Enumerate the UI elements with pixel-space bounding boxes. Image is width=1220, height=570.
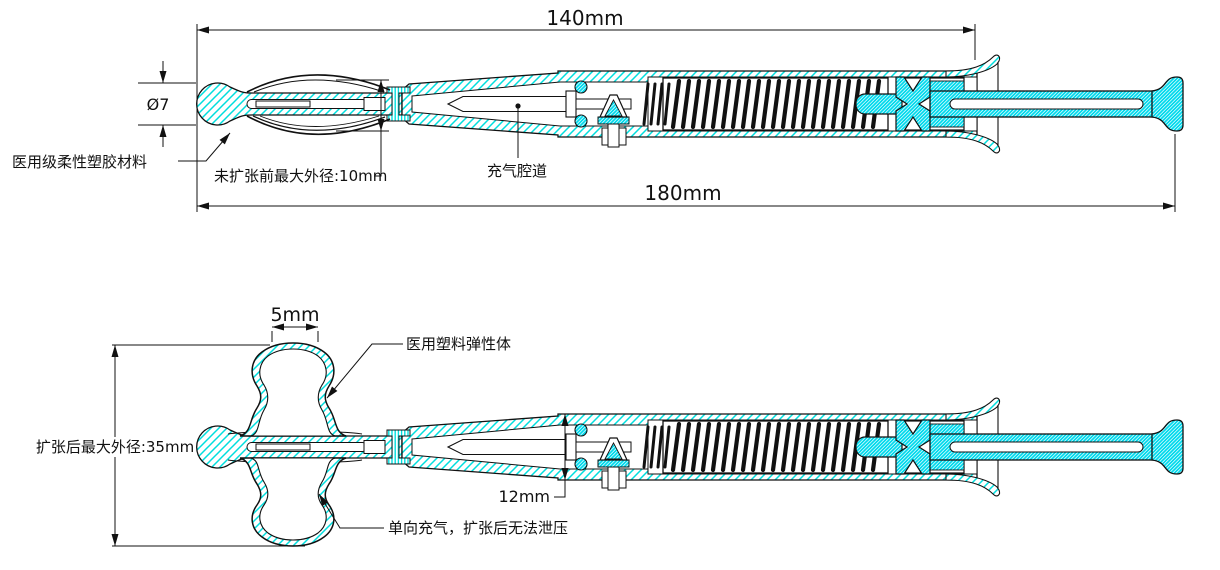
dim-5mm-label: 5mm bbox=[270, 304, 319, 326]
leader-dot bbox=[515, 103, 521, 109]
expanded-balloon bbox=[227, 342, 363, 547]
annotations-expanded bbox=[111, 323, 569, 547]
leader-arrow-elastomer bbox=[326, 343, 403, 399]
dim-12mm-label: 12mm bbox=[498, 487, 550, 506]
label-elastomer: 医用塑料弹性体 bbox=[406, 335, 511, 353]
dim-tip-diameter-label: Ø7 bbox=[147, 95, 170, 114]
view-expanded-state: 5mm 扩张后最大外径:35mm 医用塑料弹性体 12mm 单向充气，扩张后无法… bbox=[36, 304, 1183, 547]
lower-lobe-inner-wall bbox=[250, 457, 336, 541]
leader-arrow-oneway bbox=[318, 493, 384, 529]
leader-arrow-material bbox=[178, 132, 231, 162]
leader-line-12 bbox=[554, 480, 566, 498]
label-one-way: 单向充气，扩张后无法泄压 bbox=[388, 519, 568, 537]
dim-140mm-label: 140mm bbox=[546, 6, 623, 30]
dim-180mm-label: 180mm bbox=[644, 181, 721, 205]
upper-lobe-inner-wall bbox=[250, 348, 336, 437]
annotations-collapsed bbox=[138, 24, 1176, 212]
label-max-od-after: 扩张后最大外径:35mm bbox=[36, 438, 194, 456]
deflated-balloon bbox=[246, 74, 391, 136]
label-air-channel: 充气腔道 bbox=[487, 162, 547, 180]
view-collapsed-state: 140mm 180mm Ø7 医用级柔性塑胶材料 未扩张前最大外径:10mm 充… bbox=[12, 6, 1183, 212]
leader-line-10 bbox=[374, 131, 382, 177]
label-max-od-before: 未扩张前最大外径:10mm bbox=[214, 167, 387, 185]
label-tip-material: 医用级柔性塑胶材料 bbox=[12, 153, 147, 171]
